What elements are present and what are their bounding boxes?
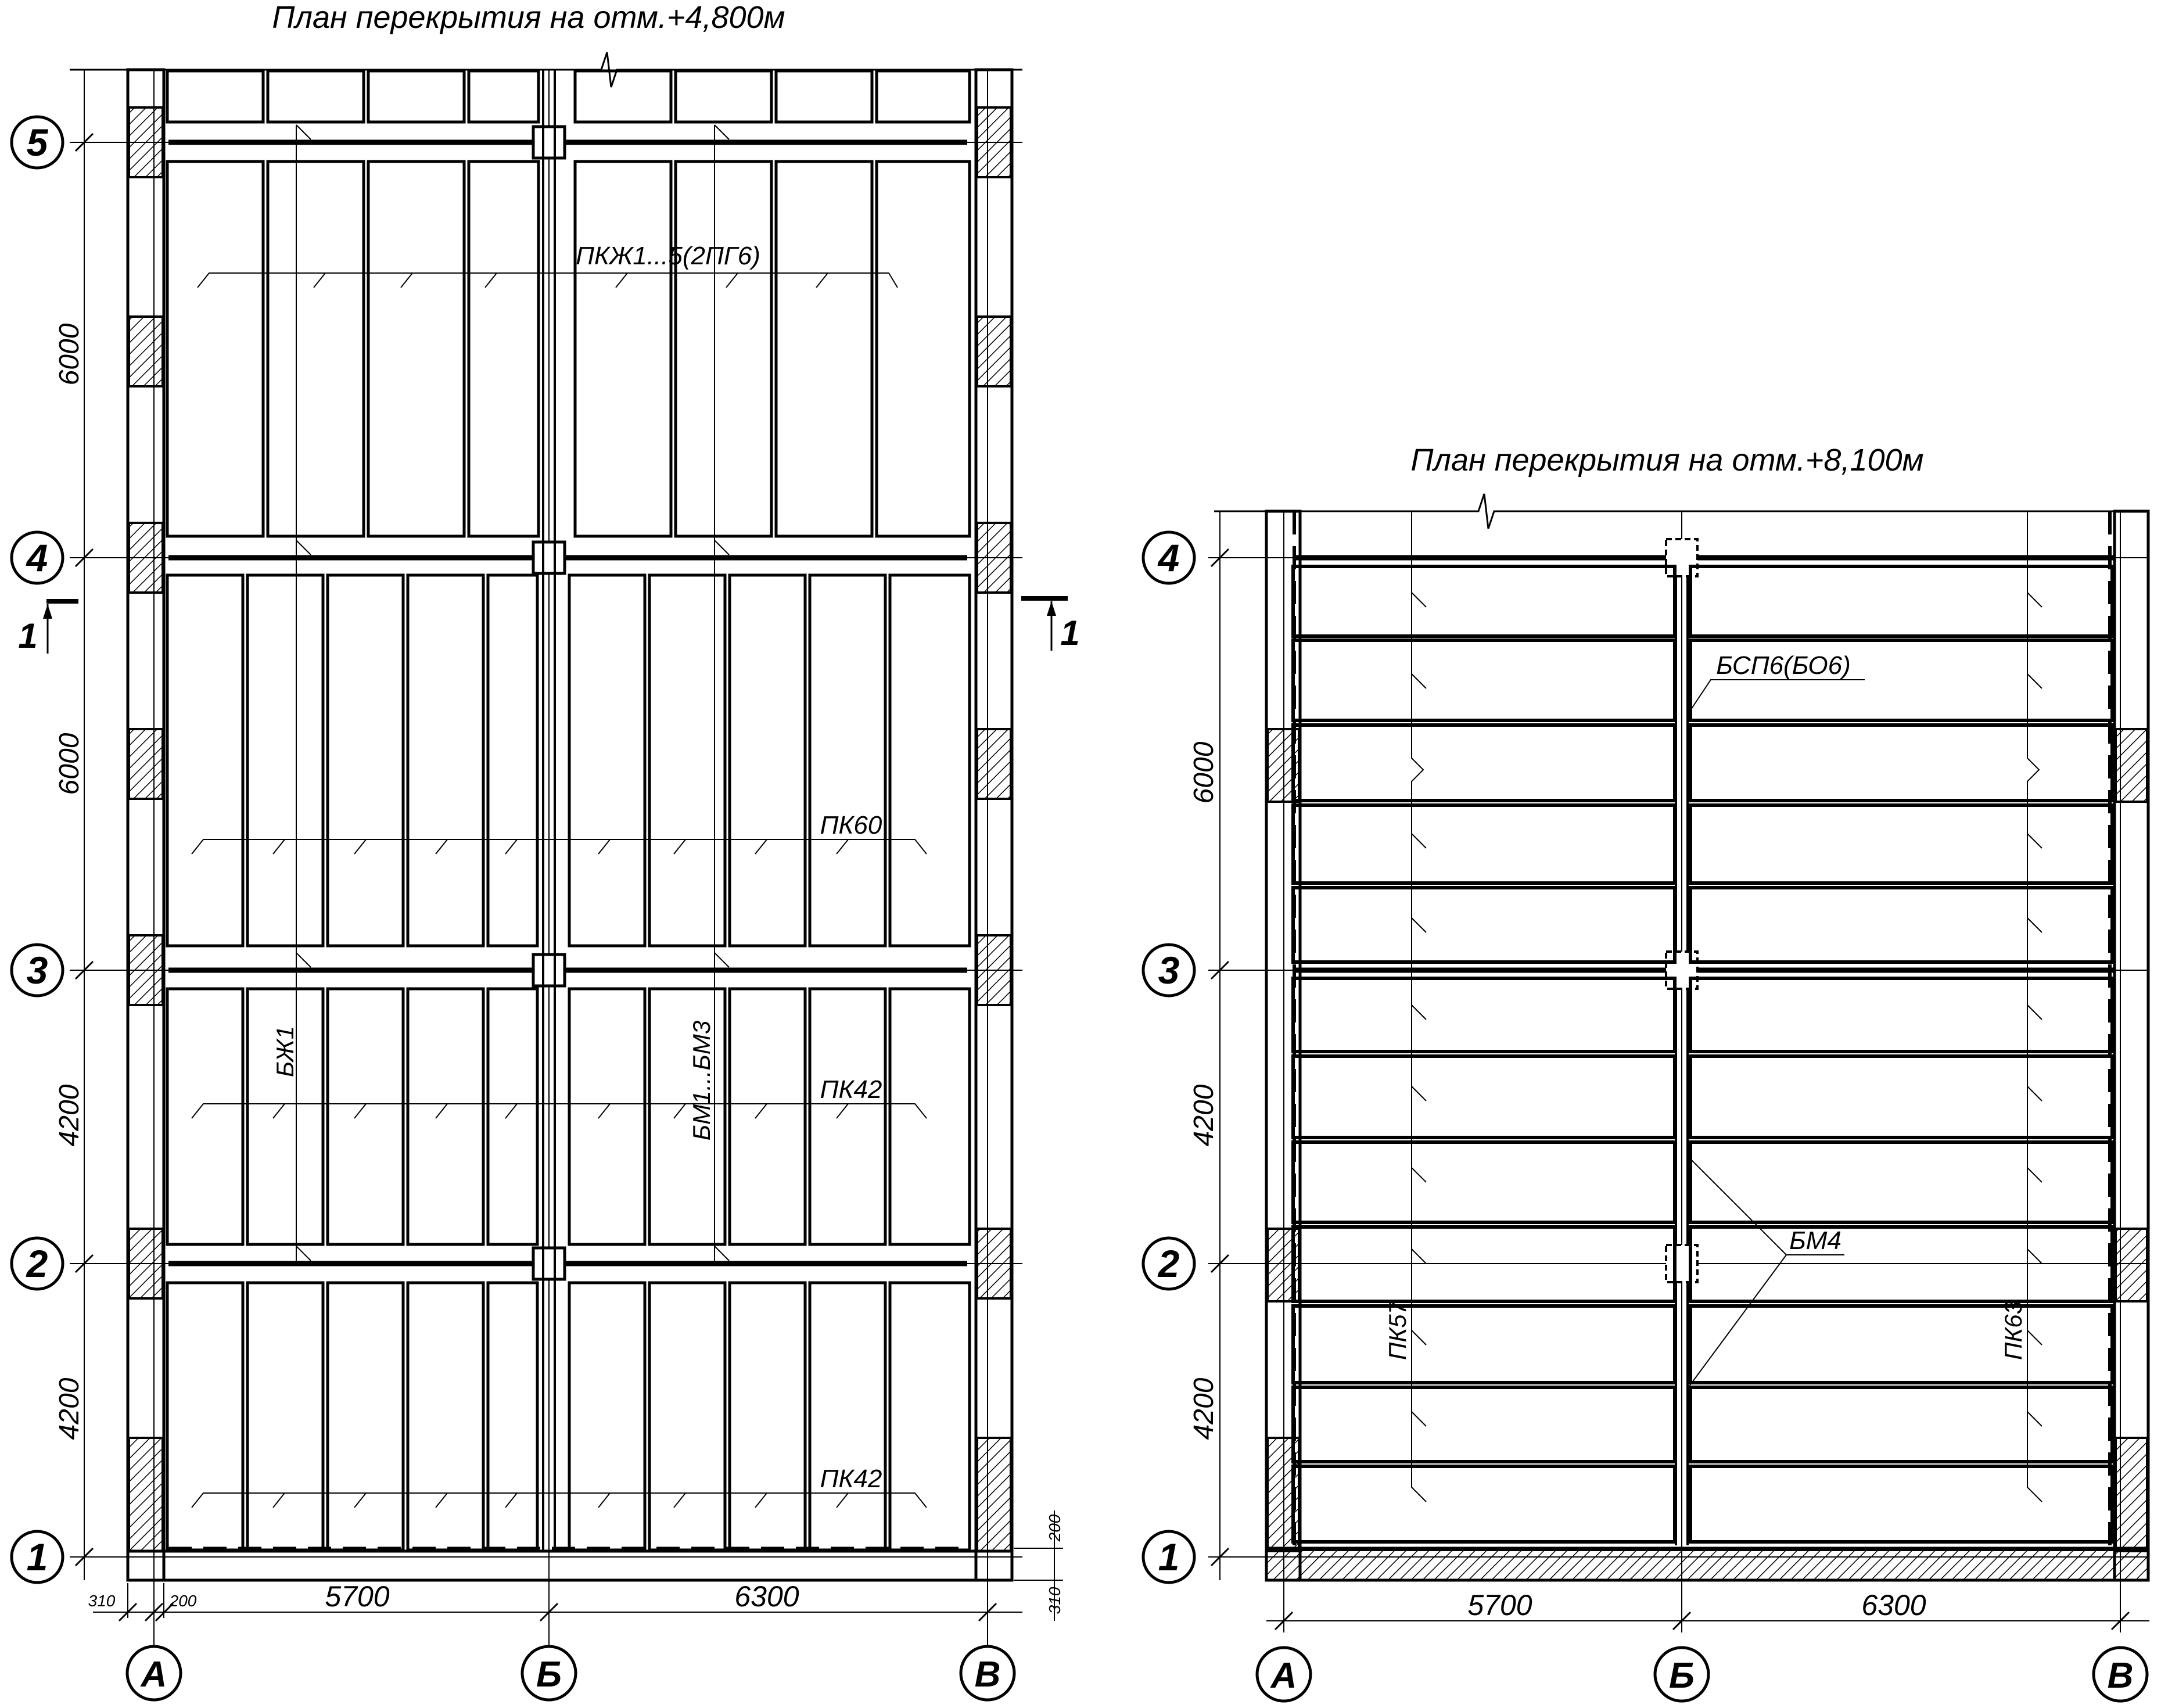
dim-h-a-b-right: 5700 (1467, 1589, 1532, 1621)
axis-marker-4: 4 (10, 530, 64, 585)
dim-small-200-left: 200 (169, 1592, 197, 1610)
dim-v-3-2: 4200 (54, 1084, 85, 1146)
svg-text:4: 4 (1157, 536, 1180, 579)
svg-text:В: В (2108, 1656, 2134, 1696)
dim-v-2-1-right: 4200 (1189, 1377, 1219, 1440)
right-walls (1265, 509, 2150, 1582)
right-vertical-dimensions: 6000 4200 4200 (1189, 511, 1230, 1580)
label-pkzh: ПКЖ1...5(2ПГ6) (576, 242, 760, 270)
label-pk57: ПК57 (1384, 1300, 1411, 1360)
left-axis-lines (70, 70, 1022, 1627)
right-horizontal-dimensions: 5700 6300 (1266, 1589, 2149, 1631)
left-slabs-row-4-3 (166, 573, 971, 948)
left-slabs-row-2-1 (166, 1281, 971, 1552)
section-mark-right: 1 (1021, 596, 1080, 652)
right-leaders (1411, 511, 2042, 1502)
dim-small-310-right: 310 (1046, 1587, 1064, 1614)
axis-marker-v-right: В (2092, 1646, 2149, 1703)
axis-marker-2-right: 2 (1141, 1236, 1196, 1291)
label-bm4: БМ4 (1789, 1226, 1841, 1255)
left-center-beam (542, 70, 556, 1551)
dim-h-b-c: 6300 (734, 1580, 799, 1613)
label-pk42-upper: ПК42 (820, 1075, 882, 1104)
label-bm: БМ1...БМ3 (688, 1021, 715, 1140)
dim-h-b-c-right: 6300 (1861, 1589, 1926, 1621)
svg-text:А: А (1270, 1656, 1297, 1696)
right-axis-beams (1295, 555, 2115, 973)
label-pk42-lower: ПК42 (820, 1465, 882, 1493)
left-slabs-row-5-4 (166, 160, 971, 538)
svg-text:5: 5 (27, 121, 49, 164)
svg-text:1: 1 (27, 1535, 48, 1578)
left-vertical-dimensions: 6000 6000 4200 4200 (54, 70, 94, 1580)
axis-marker-4-right: 4 (1141, 530, 1196, 585)
label-pk60: ПК60 (820, 811, 882, 839)
svg-text:А: А (140, 1655, 167, 1695)
left-columns (532, 125, 566, 1281)
svg-text:Б: Б (1669, 1656, 1695, 1696)
svg-text:2: 2 (26, 1242, 48, 1285)
dim-v-3-2-right: 4200 (1189, 1084, 1219, 1146)
label-bzh: БЖ1 (271, 1026, 299, 1077)
right-slabs-left (1291, 565, 1677, 1544)
dim-v-5-4: 6000 (54, 323, 85, 385)
dim-v-4-3-right: 6000 (1189, 741, 1219, 803)
axis-marker-5: 5 (10, 115, 64, 170)
right-labels: БСП6(БО6) БМ4 ПК57 ПК63 (1384, 651, 2027, 1360)
break-line-top-right (1214, 493, 2149, 529)
left-row-axes: 5 4 3 2 1 (10, 115, 64, 1584)
svg-text:4: 4 (26, 536, 48, 579)
right-dashed-edges (1293, 511, 2112, 1545)
left-beams (168, 139, 967, 1266)
left-col-axes: А Б В (125, 1580, 1016, 1702)
right-col-axes: А Б В (1255, 1646, 2149, 1703)
plan-left: План перекрытия на отм.+4,800м (10, 0, 1080, 1702)
dim-v-4-3: 6000 (54, 733, 85, 795)
left-horizontal-dimensions: 5700 6300 310 200 200 310 (88, 1510, 1064, 1622)
left-slabs-top-strip (166, 69, 971, 124)
dim-small-310-left: 310 (88, 1592, 116, 1610)
svg-text:Б: Б (536, 1655, 562, 1695)
svg-text:1: 1 (1158, 1535, 1180, 1578)
svg-text:1: 1 (18, 616, 37, 655)
right-slabs-right (1689, 565, 2114, 1544)
svg-text:3: 3 (27, 949, 48, 992)
axis-marker-v: В (959, 1645, 1016, 1702)
plan-right: План перекрытия на отм.+8,100м (1141, 443, 2150, 1703)
right-axis-lines (1208, 511, 2149, 1632)
axis-marker-2: 2 (10, 1236, 64, 1291)
left-labels: ПКЖ1...5(2ПГ6) ПК60 ПК42 ПК42 БЖ1 БМ1...… (271, 242, 882, 1493)
section-mark-left: 1 (18, 599, 78, 655)
axis-marker-1-right: 1 (1141, 1530, 1196, 1584)
dim-h-a-b: 5700 (325, 1580, 389, 1613)
svg-text:В: В (975, 1655, 1001, 1695)
label-bsp: БСП6(БО6) (1716, 651, 1850, 680)
axis-marker-b-right: Б (1653, 1646, 1710, 1703)
svg-text:1: 1 (1060, 613, 1079, 652)
label-pk63: ПК63 (2000, 1301, 2027, 1360)
svg-text:2: 2 (1157, 1242, 1180, 1285)
axis-marker-3-right: 3 (1141, 943, 1196, 997)
svg-text:3: 3 (1158, 949, 1180, 992)
axis-marker-3: 3 (10, 943, 64, 997)
left-leaders (191, 124, 927, 1508)
right-row-axes: 4 3 2 1 (1141, 530, 1196, 1584)
left-slabs-row-3-2 (166, 987, 971, 1246)
axis-marker-a: А (125, 1645, 182, 1702)
plan-right-title: План перекрытия на отм.+8,100м (1410, 443, 1923, 478)
axis-marker-b: Б (520, 1645, 577, 1702)
axis-marker-a-right: А (1255, 1646, 1312, 1703)
axis-marker-1: 1 (10, 1530, 64, 1584)
dim-small-200-right: 200 (1046, 1514, 1064, 1542)
dim-v-2-1: 4200 (54, 1377, 85, 1440)
plan-left-title: План перекрытия на отм.+4,800м (272, 0, 785, 35)
